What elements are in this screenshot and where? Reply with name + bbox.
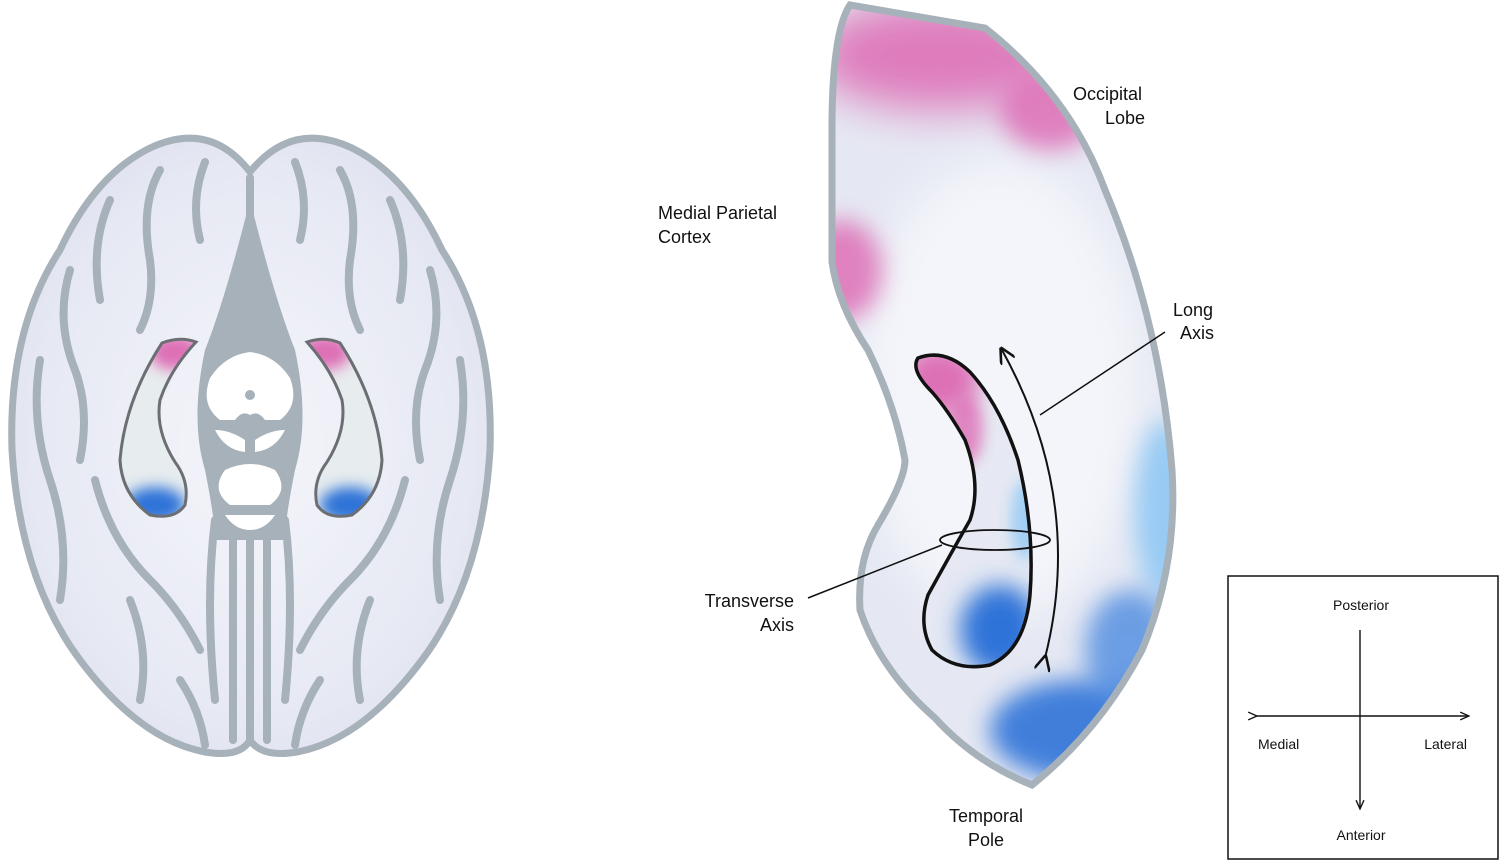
hippocampus-left	[118, 337, 199, 518]
label-long-axis-line1: Long	[1173, 300, 1213, 320]
label-transverse-axis-line2: Axis	[760, 615, 794, 635]
region-labels: Occipital Lobe Medial Parietal Cortex Lo…	[658, 84, 1214, 850]
compass-box	[1227, 575, 1499, 860]
label-temporal-pole-line1: Temporal	[949, 806, 1023, 826]
label-temporal-pole-line2: Pole	[968, 830, 1004, 850]
label-transverse-axis-line1: Transverse	[705, 591, 794, 611]
long-axis-arrow	[1002, 350, 1059, 658]
compass-label-left: Medial	[1258, 736, 1299, 752]
midbrain-cutouts	[206, 352, 294, 530]
brain-ventral-view	[8, 134, 494, 757]
label-medial-parietal-line2: Cortex	[658, 227, 711, 247]
label-medial-parietal-line1: Medial Parietal	[658, 203, 777, 223]
compass-label-top: Posterior	[1333, 597, 1389, 613]
compass-label-bottom: Anterior	[1336, 827, 1385, 843]
label-long-axis-line2: Axis	[1180, 323, 1214, 343]
transverse-axis-leader	[807, 544, 943, 599]
temporal-lobe-outline	[828, 1, 1177, 790]
label-occipital-line2: Lobe	[1105, 108, 1145, 128]
temporal-lobe-schematic	[807, 1, 1177, 790]
orientation-compass: Posterior Anterior Medial Lateral	[1227, 575, 1499, 860]
compass-label-right: Lateral	[1424, 736, 1467, 752]
long-axis-leader	[1039, 331, 1166, 416]
midbrain-aqueduct-dot	[245, 390, 255, 400]
transverse-axis-ring	[939, 529, 1051, 551]
brain-sulci	[32, 158, 468, 749]
label-occipital-line1: Occipital	[1073, 84, 1142, 104]
